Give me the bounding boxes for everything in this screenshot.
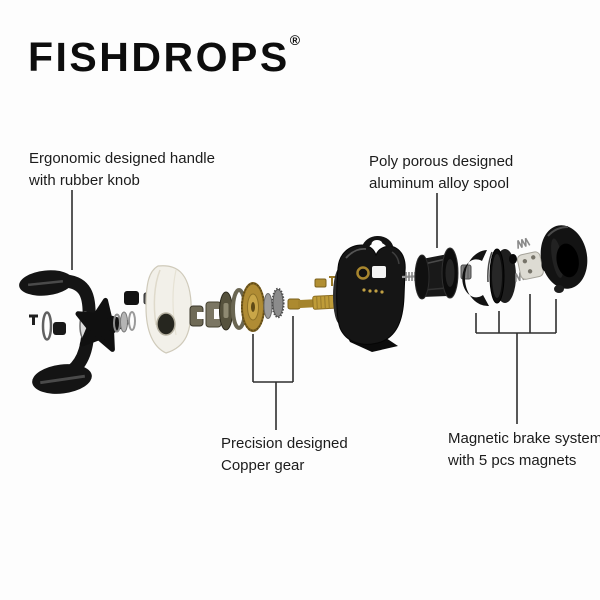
spool bbox=[414, 247, 459, 300]
copper-gear bbox=[241, 282, 266, 332]
side-cup-cover bbox=[145, 265, 192, 354]
annotation-gear: Precision designed Copper gear bbox=[221, 433, 348, 477]
pinion-washers bbox=[263, 287, 285, 319]
annotation-spool-line1: Poly porous designed bbox=[369, 153, 514, 170]
leader-lines bbox=[71, 190, 557, 430]
registered-trademark-icon: ® bbox=[289, 32, 301, 48]
brand-logo-text: FISHDROPS bbox=[28, 34, 290, 80]
handle-assembly bbox=[19, 270, 96, 394]
brake-drum bbox=[487, 248, 517, 304]
leader-brake-bracket bbox=[475, 294, 557, 424]
annotation-brake-line2: with 5 pcs magnets bbox=[448, 452, 577, 469]
brand-logo: FISHDROPS® bbox=[28, 16, 300, 81]
annotation-brake-line1: Magnetic brake system bbox=[448, 430, 600, 447]
clutch-parts bbox=[189, 288, 247, 331]
annotation-spool-line2: aluminum alloy spool bbox=[369, 175, 510, 192]
annotation-handle: Ergonomic designed handle with rubber kn… bbox=[29, 148, 215, 192]
annotation-gear-line2: Copper gear bbox=[221, 457, 305, 474]
annotation-brake: Magnetic brake system with 5 pcs magnets bbox=[448, 428, 600, 472]
annotation-handle-line1: Ergonomic designed handle bbox=[29, 150, 215, 167]
annotation-handle-line2: with rubber knob bbox=[29, 172, 140, 189]
reel-frame bbox=[333, 236, 406, 352]
annotation-gear-line1: Precision designed bbox=[221, 435, 348, 452]
side-cover-plate bbox=[540, 225, 588, 293]
annotation-spool: Poly porous designed aluminum alloy spoo… bbox=[369, 151, 513, 195]
leader-gear-bracket bbox=[252, 316, 294, 430]
